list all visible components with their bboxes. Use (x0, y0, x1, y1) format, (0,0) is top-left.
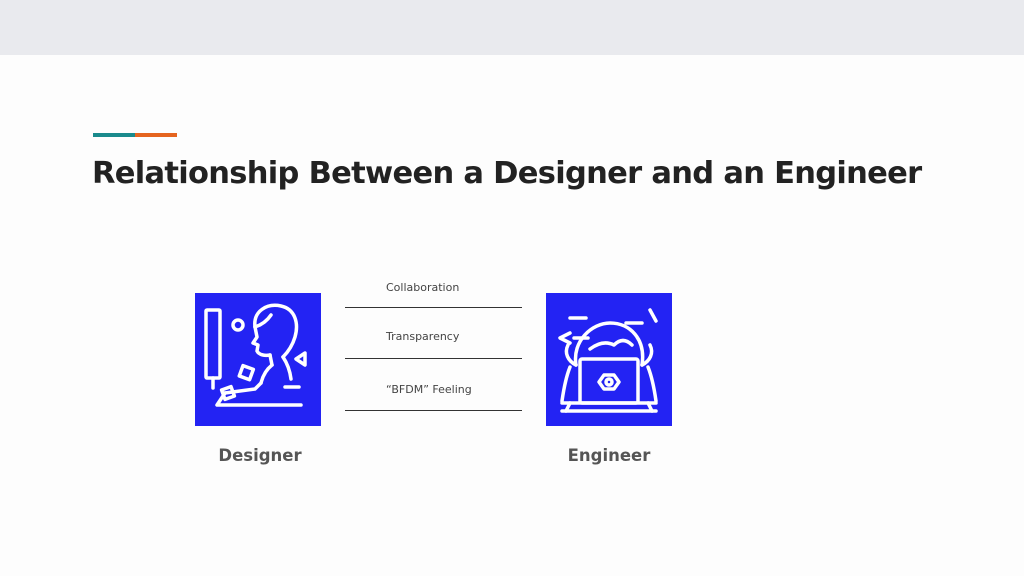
top-bar (0, 0, 1024, 55)
engineer-at-laptop-icon (546, 293, 672, 426)
engineer-label: Engineer (567, 446, 651, 465)
engineer-tile (546, 293, 672, 426)
relationship-label-transparency: Transparency (386, 330, 460, 343)
accent-segment-orange (135, 133, 177, 137)
relationship-line-transparency (345, 358, 522, 359)
relationship-label-bfdm-feeling: “BFDM” Feeling (386, 383, 472, 396)
accent-segment-teal (93, 133, 135, 137)
designer-at-drawing-board-icon (195, 293, 321, 426)
title-accent-bar (93, 133, 177, 137)
relationship-line-collaboration (345, 307, 522, 308)
designer-tile (195, 293, 321, 426)
relationship-line-bfdm-feeling (345, 410, 522, 411)
slide-title: Relationship Between a Designer and an E… (92, 156, 922, 191)
relationship-label-collaboration: Collaboration (386, 281, 460, 294)
slide (0, 55, 1024, 576)
designer-label: Designer (218, 446, 302, 465)
